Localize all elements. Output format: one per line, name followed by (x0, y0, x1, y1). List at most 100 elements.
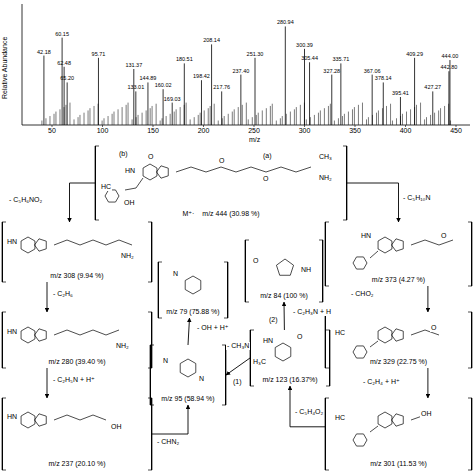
spectrum-peak (430, 115, 431, 125)
atom-label: HN (6, 238, 18, 246)
peak-label: 160.02 (155, 82, 172, 88)
peak-label: 217.76 (213, 84, 230, 90)
neutral-loss-label: - C₂H₅N + H⁺ (52, 376, 96, 384)
spectrum-peak (285, 26, 286, 125)
spectrum-peak (296, 107, 297, 125)
spectrum-peak (176, 109, 177, 125)
spectrum-peak (300, 105, 301, 125)
neutral-loss-label: - C₅H₄O₂ (294, 408, 324, 416)
ion-caption: M⁺· (182, 210, 194, 218)
spectrum-peak (89, 108, 90, 125)
ion-caption: m/z 301 (11.53 %) (370, 460, 427, 468)
spectrum-peak (424, 119, 425, 125)
ion-caption: m/z 95 (58.94 %) (161, 395, 214, 403)
y-axis (22, 4, 23, 125)
atom-label: NH₂ (115, 342, 130, 350)
chain-bond (370, 426, 378, 432)
spectrum-peak (190, 119, 191, 125)
chain-bond (370, 341, 378, 347)
atom-label: N (172, 270, 179, 278)
spectrum-peak (272, 104, 273, 125)
ring-bond (35, 329, 47, 341)
spectrum-peak (88, 110, 89, 125)
fragmentation-arrow (290, 386, 325, 427)
atom-label: CH₃ (318, 153, 333, 161)
neutral-loss-label: - C₂H₆ (52, 290, 74, 298)
spectrum-peak (200, 113, 201, 125)
spectrum-peak (324, 108, 325, 125)
spectrum-peak (112, 114, 113, 125)
atom-label: HN (124, 167, 136, 175)
axis-title: Relative Abundance (1, 36, 9, 100)
ring-bond (185, 276, 201, 294)
tick-label: 100 (96, 127, 110, 135)
spectrum-peak (238, 107, 239, 125)
ring-bond (378, 327, 392, 343)
atom-label: OH (123, 199, 136, 207)
spectrum-peak (328, 106, 329, 125)
spectrum-peak (248, 119, 249, 125)
fragmentation-arrow (347, 183, 399, 222)
spectrum-peak (426, 117, 427, 125)
spectrum-peak (45, 118, 46, 125)
spectrum-peak (402, 114, 403, 125)
peak-label: 395.41 (392, 90, 409, 96)
ion-caption: m/z 79 (75.88 %) (166, 308, 219, 316)
spectrum-peak (242, 105, 243, 125)
peak-label: 169.03 (164, 96, 181, 102)
spectrum-peak (396, 118, 397, 125)
fragment-ion: m/z 373 (4.27 %) (325, 222, 472, 286)
spectrum-peak (166, 116, 167, 125)
spectrum-peak (67, 82, 68, 125)
peak-label: 378.14 (375, 75, 392, 81)
spectrum-peak (342, 116, 343, 125)
ring-bond (392, 329, 404, 341)
spectrum-peak (210, 106, 211, 125)
fragmentation-arrow (47, 368, 48, 398)
ring-bond (275, 343, 291, 361)
spectrum-peak (340, 63, 341, 125)
spectrum-peak (138, 115, 139, 125)
atom-label: (a) (262, 152, 273, 160)
spectrum-peak (392, 121, 393, 125)
chain-bond (370, 251, 378, 258)
fragmentation-arrow (47, 282, 48, 312)
spectrum-peak (366, 119, 367, 125)
atom-label: (1) (232, 378, 243, 386)
spectrum-peak (256, 115, 257, 125)
atom-label: HC (334, 329, 346, 337)
spectrum-peak (126, 105, 127, 125)
atom-label: OH (110, 423, 123, 431)
ring-bond (35, 414, 47, 426)
neutral-loss-label: - CHO₂ (350, 290, 375, 298)
fragment-ion: m/z 237 (20.10 %) (2, 398, 152, 470)
spectrum-peak (128, 103, 129, 125)
peak-label: 144.89 (140, 75, 157, 81)
spectrum-peak (376, 113, 377, 125)
spectrum-peak (400, 97, 401, 125)
atom-label: HN (262, 337, 274, 345)
spectrum-peak (232, 112, 233, 125)
spectrum-peak (156, 104, 157, 125)
atom-label: NH (300, 266, 312, 274)
spectrum-peak (276, 121, 277, 125)
spectrum-peak (104, 118, 105, 125)
spectrum-peak (211, 44, 212, 125)
spectrum-peak (221, 91, 222, 125)
spectrum-peak (218, 121, 219, 125)
spectrum-peak (414, 58, 415, 125)
atom-label: (2) (268, 316, 279, 324)
ion-caption: m/z 123 (16.37%) (262, 376, 317, 384)
fragment-ion: m/z 280 (39.40 %) (2, 312, 152, 368)
peak-label: 280.94 (277, 19, 294, 25)
chain-bond (176, 167, 311, 172)
atom-label: HN (6, 413, 18, 421)
ring-bond (21, 237, 35, 253)
ring-bond (21, 327, 35, 343)
spectrum-peak (246, 103, 247, 125)
spectrum-peak (390, 104, 391, 125)
spectrum-peak (49, 116, 50, 125)
spectrum-peak (440, 108, 441, 125)
spectrum-peak (98, 58, 99, 125)
spectrum-peak (309, 62, 310, 125)
